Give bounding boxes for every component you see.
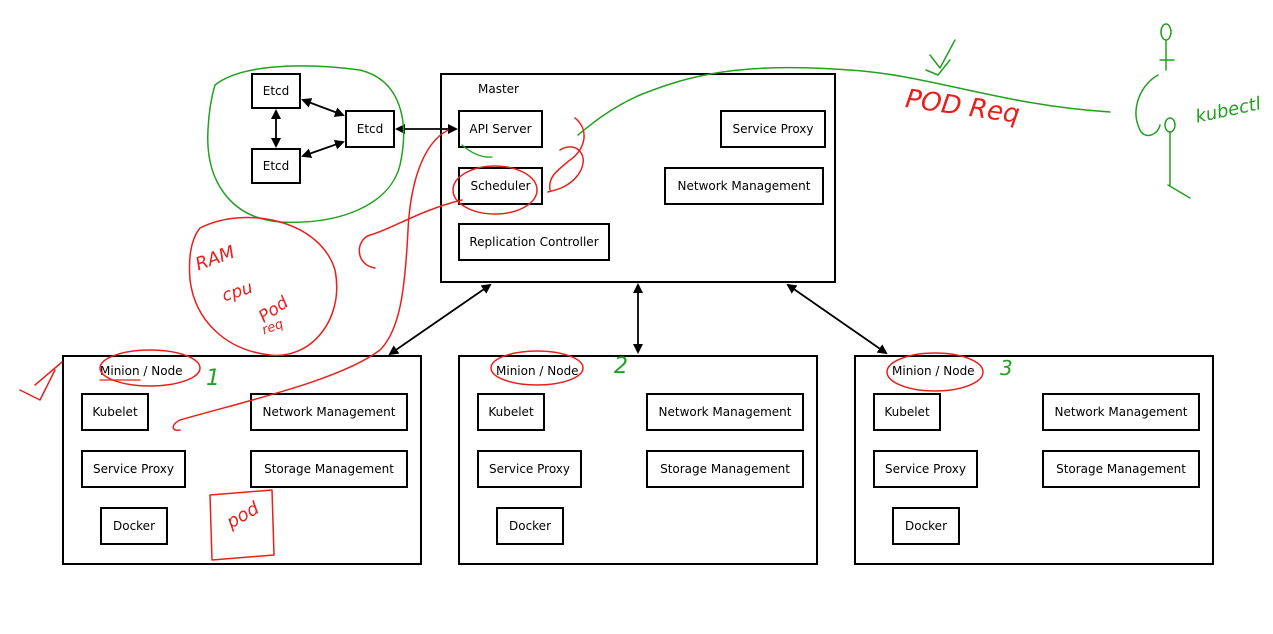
master-title: Master xyxy=(478,82,519,96)
node-2-service-proxy-box: Service Proxy xyxy=(477,450,582,488)
arrow-master-to-node-3 xyxy=(786,283,888,355)
node-1-kubelet-box: Kubelet xyxy=(81,393,149,431)
kubectl-label: kubectl xyxy=(1193,93,1263,128)
cpu-label: cpu xyxy=(219,277,256,307)
etcd-box-bottom: Etcd xyxy=(251,148,301,184)
node-frame-2 xyxy=(458,355,818,565)
ram-label: RAM xyxy=(192,241,238,276)
etcd-box-right: Etcd xyxy=(345,110,395,148)
pod-req-label: POD Req xyxy=(903,84,1022,130)
node-3-kubelet-box: Kubelet xyxy=(873,393,941,431)
green-check-2 xyxy=(925,59,951,76)
arrow-etcd-top-to-right xyxy=(301,98,345,117)
node-2-storage-management-box: Storage Management xyxy=(646,450,804,488)
node-title-1: Minion / Node xyxy=(100,364,183,378)
master-service-proxy-box: Service Proxy xyxy=(720,110,826,148)
scheduler-box: Scheduler xyxy=(458,167,543,205)
etcd-box-top: Etcd xyxy=(251,73,301,109)
node-2-number: 2 xyxy=(614,354,628,379)
node-3-storage-management-box: Storage Management xyxy=(1042,450,1200,488)
node-1-storage-management-box: Storage Management xyxy=(250,450,408,488)
node-title-2: Minion / Node xyxy=(496,364,579,378)
node-1-number: 1 xyxy=(206,366,220,391)
replication-controller-box: Replication Controller xyxy=(458,223,610,261)
node-2-kubelet-box: Kubelet xyxy=(477,393,545,431)
node-1-red-tick xyxy=(19,361,63,401)
user-stick-figure xyxy=(1135,23,1191,199)
node-frame-3 xyxy=(854,355,1214,565)
arrow-master-to-node-1 xyxy=(388,283,492,356)
node-2-docker-box: Docker xyxy=(496,507,564,545)
node-3-number: 3 xyxy=(1000,356,1013,380)
master-network-management-box: Network Management xyxy=(664,167,824,205)
arrow-etcd-bottom-to-right xyxy=(301,139,345,159)
node-3-service-proxy-box: Service Proxy xyxy=(873,450,978,488)
green-check-1 xyxy=(929,39,956,69)
node-2-network-management-box: Network Management xyxy=(646,393,804,431)
node-1-network-management-box: Network Management xyxy=(250,393,408,431)
api-server-box: API Server xyxy=(458,110,543,148)
node-1-docker-box: Docker xyxy=(100,507,168,545)
node-3-network-management-box: Network Management xyxy=(1042,393,1200,431)
node-3-docker-box: Docker xyxy=(892,507,960,545)
node-title-3: Minion / Node xyxy=(892,364,975,378)
node-1-service-proxy-box: Service Proxy xyxy=(81,450,186,488)
